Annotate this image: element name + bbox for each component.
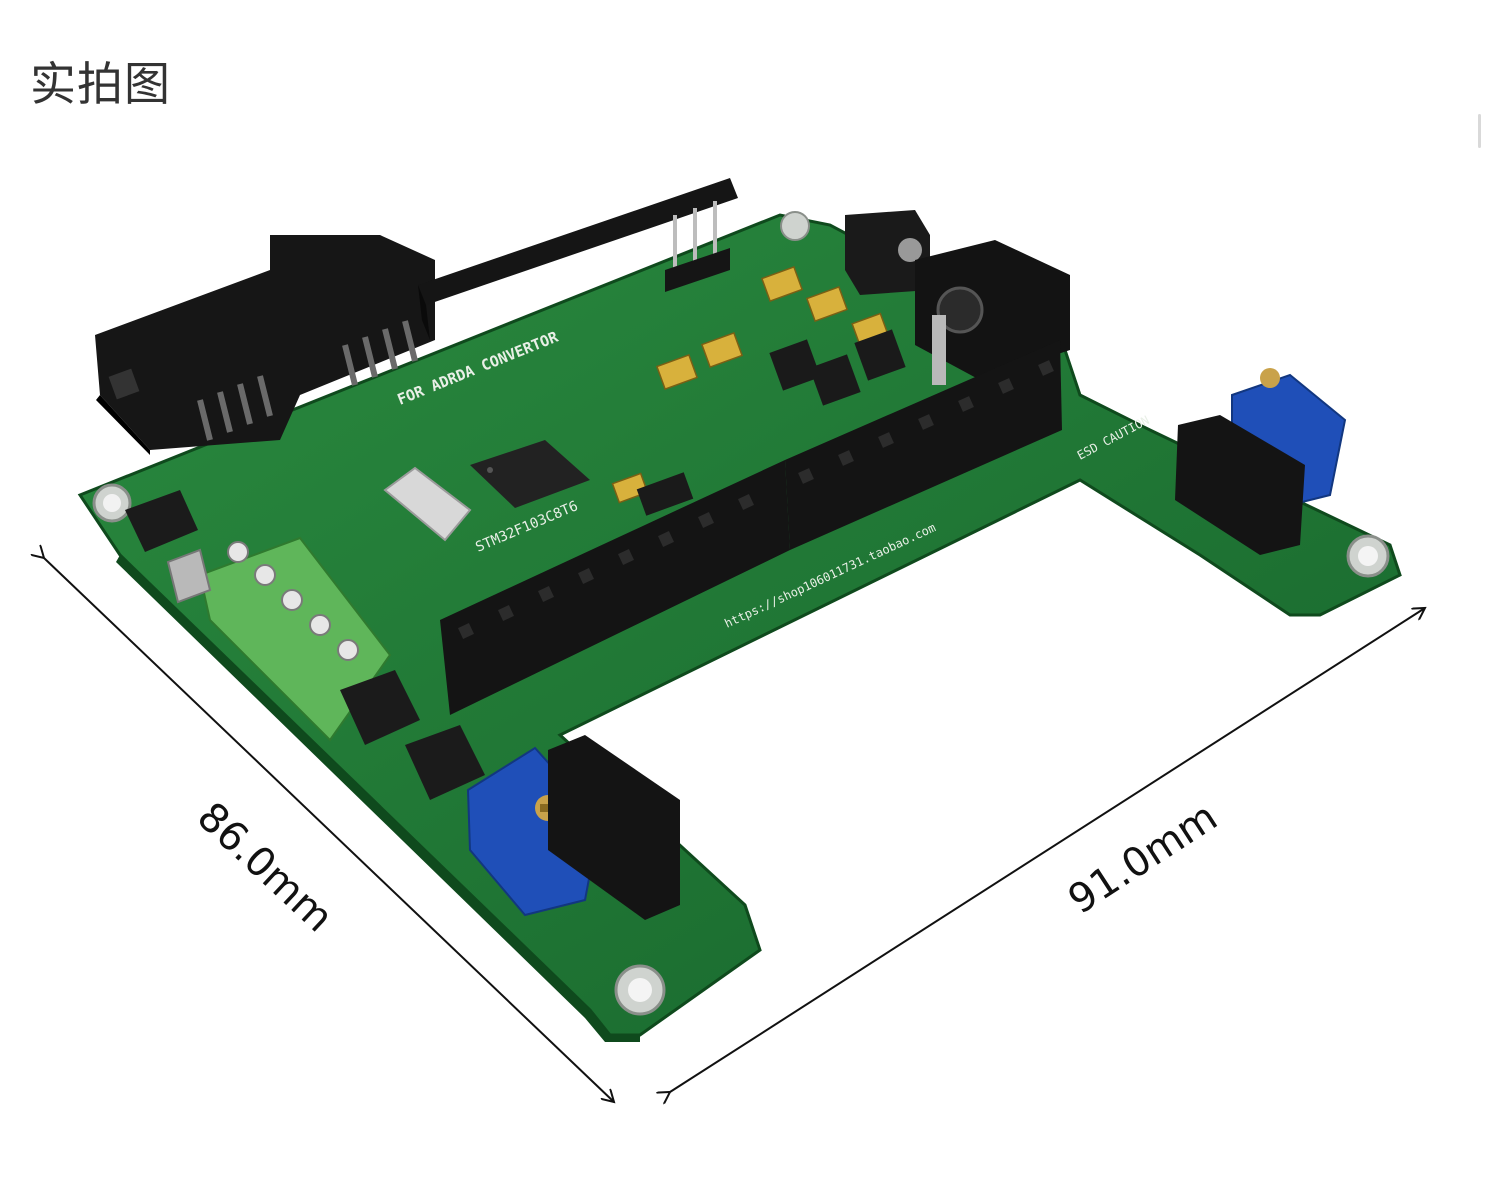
page-title: 实拍图 [30, 57, 171, 111]
top-pin-header [418, 178, 738, 340]
slide-switch [125, 490, 198, 552]
tantalum-capacitors [611, 265, 889, 504]
scrollbar[interactable] [1478, 114, 1481, 148]
dimension-line-depth [44, 558, 614, 1102]
mcu-chip [470, 440, 590, 508]
crystal-oscillator [383, 466, 472, 542]
box-header-connector [95, 235, 435, 455]
dimension-line-width [670, 608, 1425, 1092]
mounting-holes [92, 211, 1390, 1016]
pin-header-3pin [673, 201, 717, 270]
audio-jack [845, 210, 930, 295]
dimension-depth-label: 86.0mm [188, 794, 342, 942]
dc-power-jack [915, 240, 1070, 385]
leg-header-right [1175, 415, 1305, 555]
dimension-width-label: 91.0mm [1060, 794, 1225, 924]
main-female-header-right [785, 340, 1062, 550]
jumper-blocks [636, 329, 906, 516]
